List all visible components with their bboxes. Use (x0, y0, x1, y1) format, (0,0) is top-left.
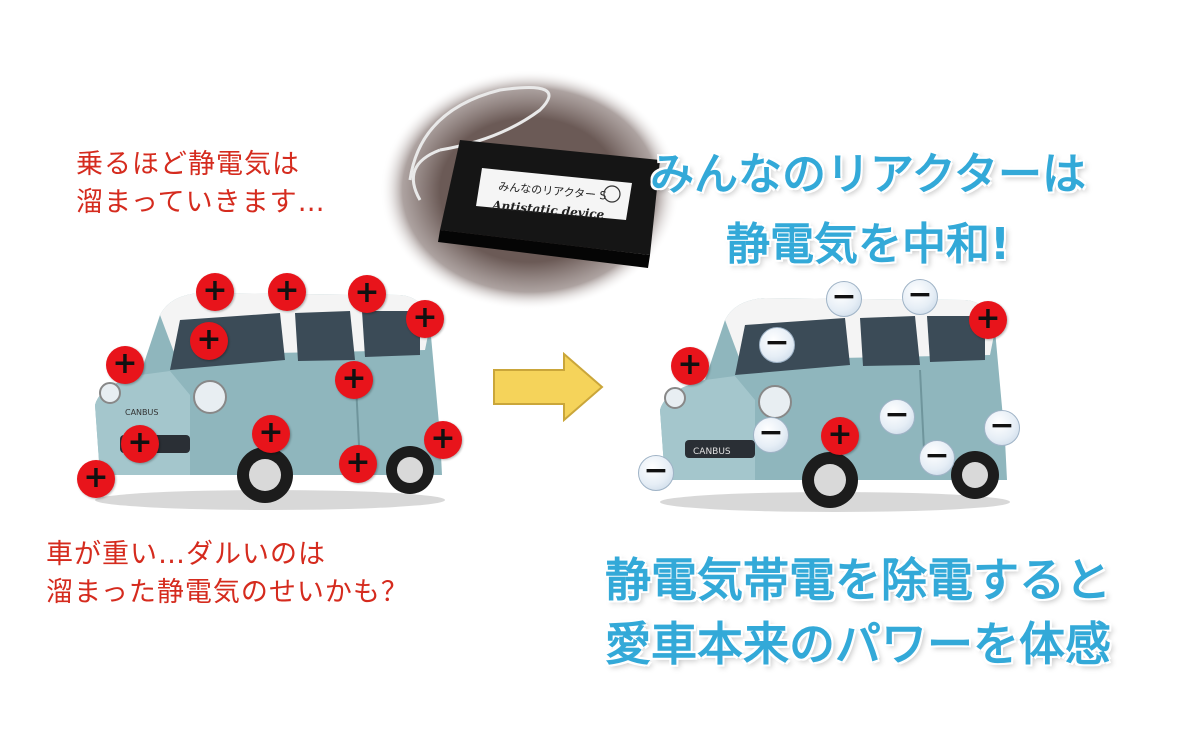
plus-charge-icon: + (190, 322, 228, 360)
plus-charge-icon: + (335, 361, 373, 399)
caption-top-left: 乗るほど静電気は 溜まっていきます… (76, 149, 326, 218)
plus-charge-icon: + (106, 346, 144, 384)
car-after: CANBUS (660, 298, 1010, 512)
minus-charge-icon: − (919, 440, 955, 476)
plus-charge-icon: + (424, 421, 462, 459)
car-before-badge: CANBUS (125, 408, 158, 417)
plus-charge-icon: + (671, 347, 709, 385)
minus-charge-icon: − (759, 327, 795, 363)
plus-charge-icon: + (196, 273, 234, 311)
minus-charge-icon: − (984, 410, 1020, 446)
plus-charge-icon: + (77, 460, 115, 498)
device-photo: みんなのリアクター S Antistatic device (380, 70, 680, 310)
plus-charge-icon: + (348, 275, 386, 313)
minus-charge-icon: − (638, 455, 674, 491)
caption-bottom-right: 静電気帯電を除電すると 愛車本来のパワーを体感 (605, 553, 1111, 671)
caption-bottom-left: 車が重い…ダルいのは 溜まった静電気のせいかも？ (46, 539, 409, 608)
car-after-badge: CANBUS (693, 447, 731, 457)
device-logo-icon (603, 185, 621, 203)
arrow-right-icon (493, 352, 604, 422)
plus-charge-icon: + (268, 273, 306, 311)
minus-charge-icon: − (902, 279, 938, 315)
plus-charge-icon: + (821, 417, 859, 455)
plus-charge-icon: + (339, 445, 377, 483)
plus-charge-icon: + (406, 300, 444, 338)
minus-charge-icon: − (879, 399, 915, 435)
plus-charge-icon: + (252, 415, 290, 453)
minus-charge-icon: − (753, 417, 789, 453)
minus-charge-icon: − (826, 281, 862, 317)
plus-charge-icon: + (969, 301, 1007, 339)
car-before: CANBUS (95, 293, 445, 510)
headline: みんなのリアクターは 静電気を中和! (649, 149, 1087, 270)
plus-charge-icon: + (121, 425, 159, 463)
